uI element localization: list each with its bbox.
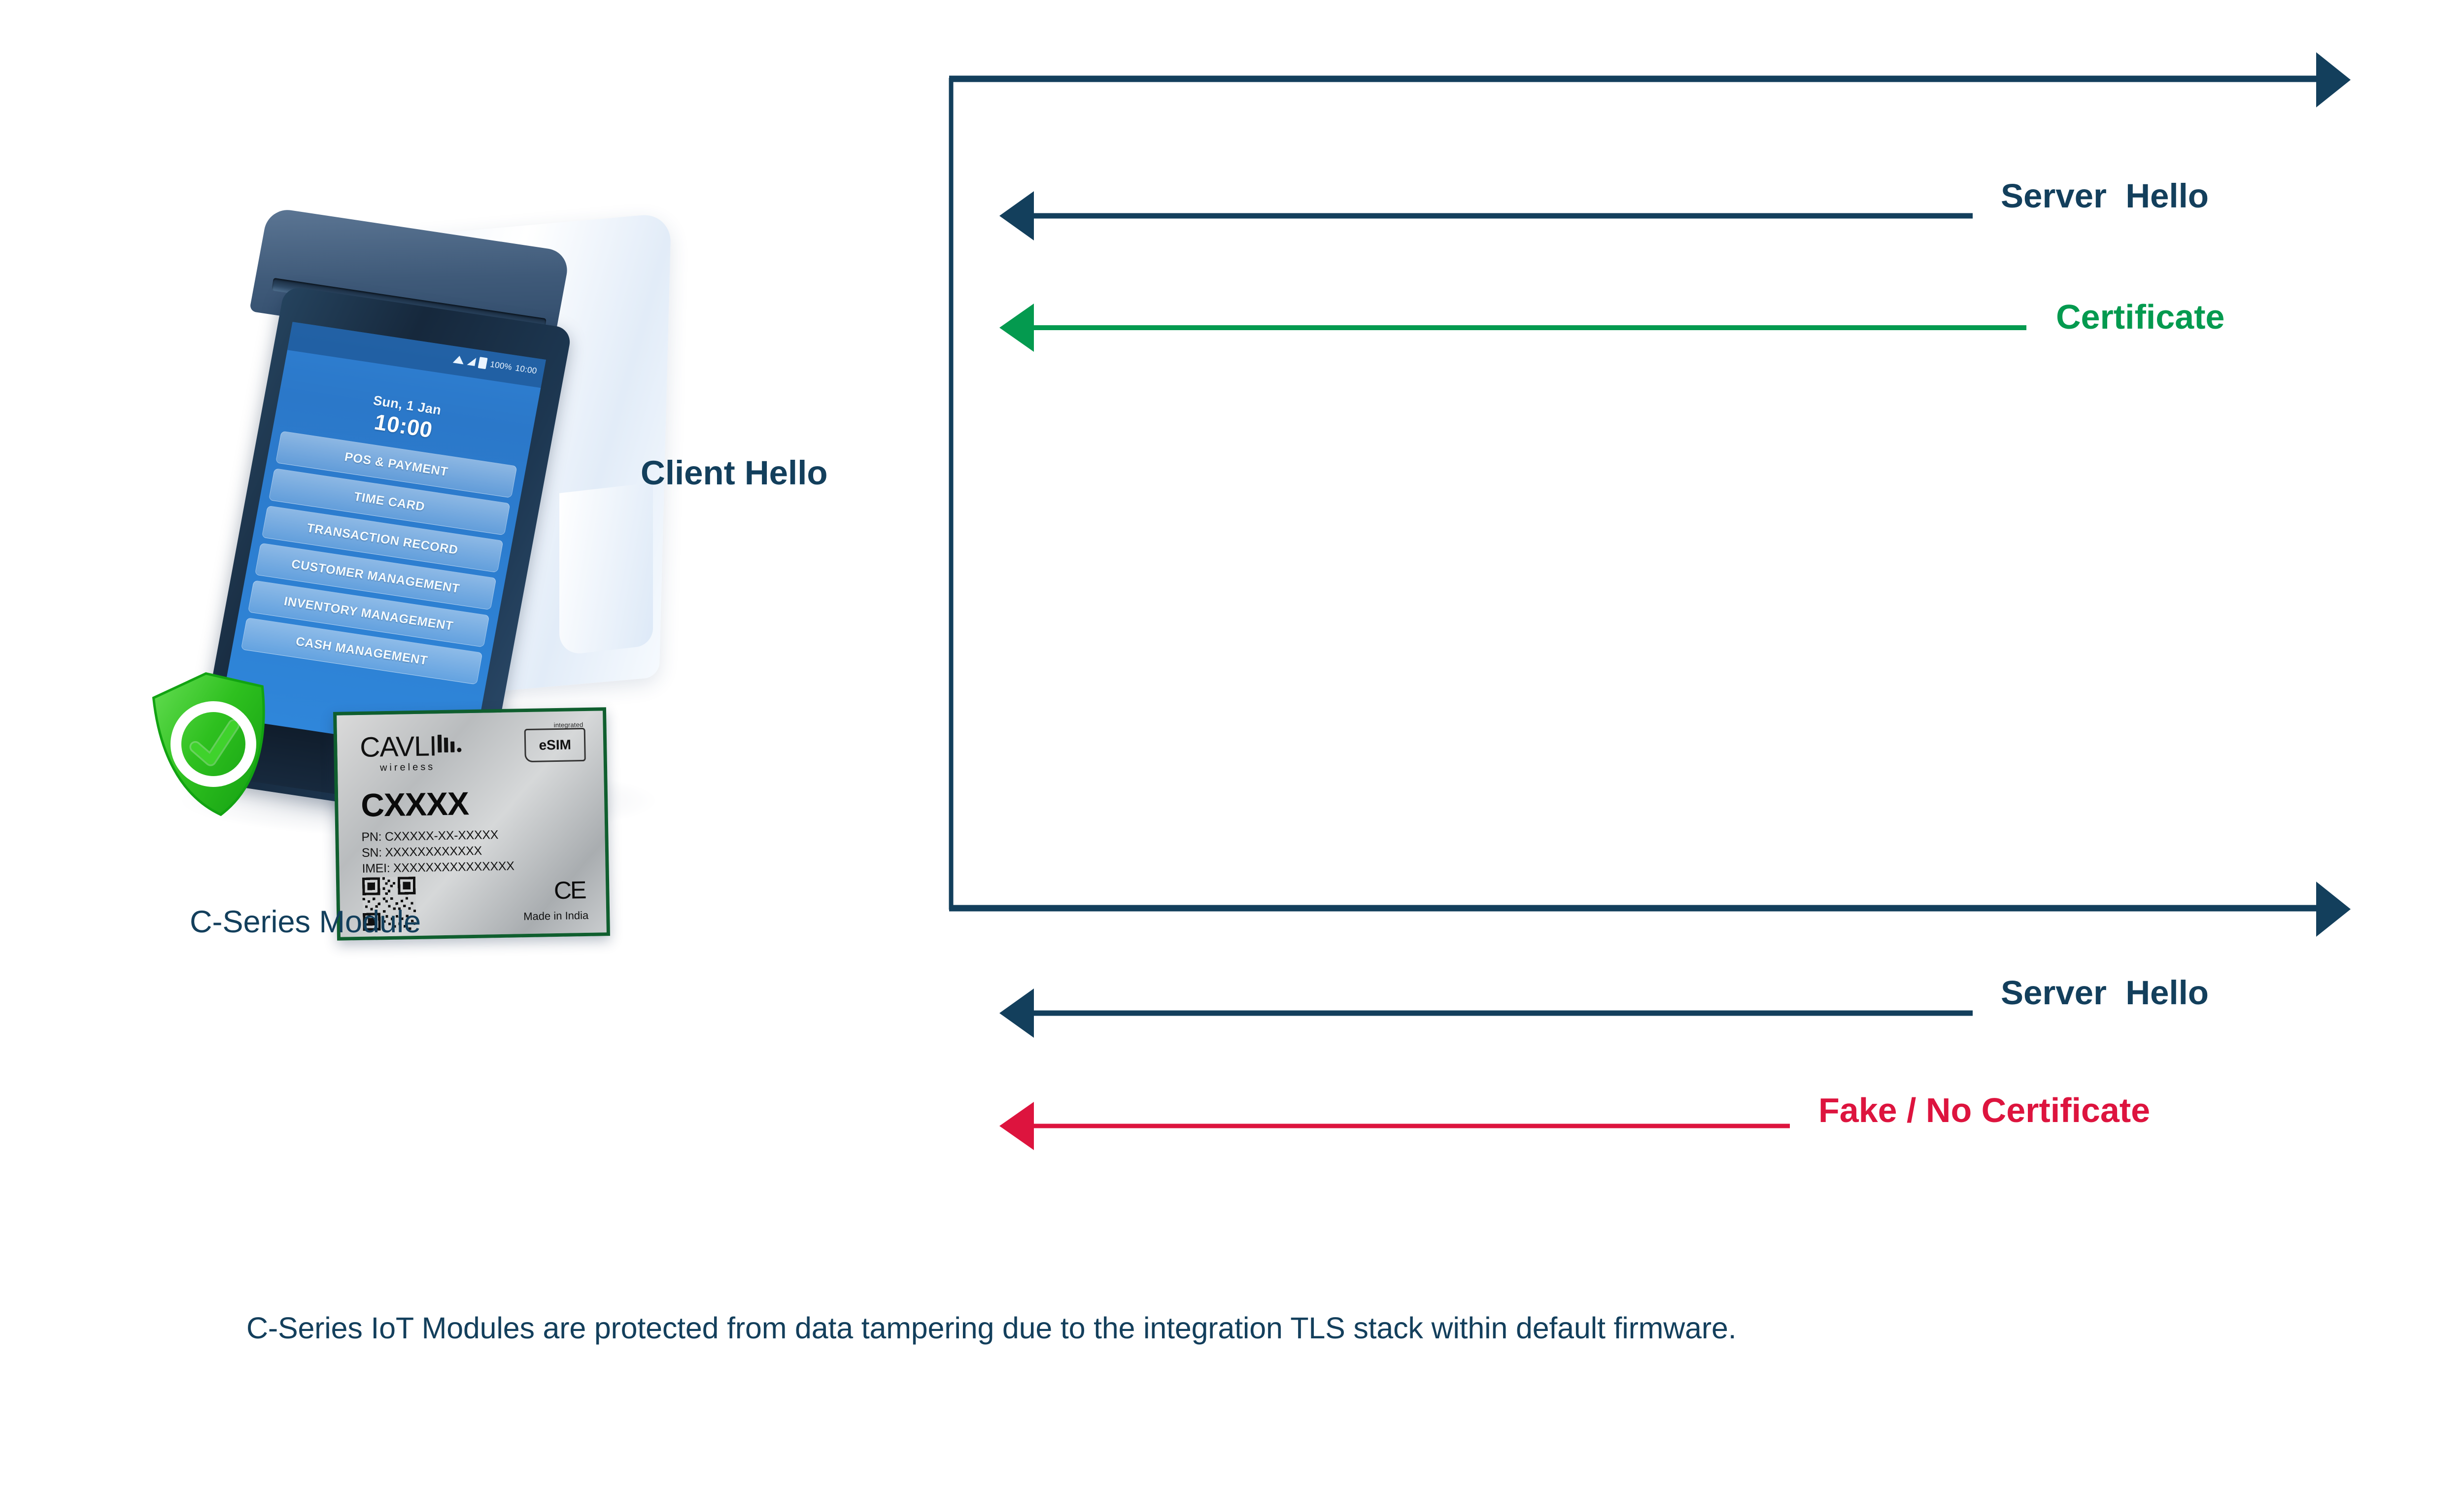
top-certificate-arrow bbox=[999, 304, 2026, 352]
client-hello-path bbox=[949, 52, 2351, 937]
top-server-hello-label: Server Hello bbox=[2001, 177, 2209, 215]
c-series-module-illustration: 100% 10:00 Sun, 1 Jan 10:00 POS & PAYMEN… bbox=[148, 206, 729, 941]
top-certificate-label: Certificate bbox=[2056, 298, 2225, 336]
bottom-fake-certificate-arrow bbox=[999, 1102, 1790, 1150]
device-caption: C-Series Module bbox=[190, 905, 421, 939]
cavli-module-label: CAVLI wireless integrated eSIM CXXXX PN:… bbox=[333, 707, 611, 941]
footer-caption: C-Series IoT Modules are protected from … bbox=[246, 1311, 1737, 1345]
qr-code-icon bbox=[362, 877, 416, 931]
security-shield-icon bbox=[144, 664, 282, 824]
bottom-fake-certificate-label: Fake / No Certificate bbox=[1818, 1091, 2150, 1129]
bottom-server-hello-label: Server Hello bbox=[2001, 974, 2209, 1012]
client-hello-label: Client Hello bbox=[641, 454, 828, 492]
top-server-hello-arrow bbox=[999, 191, 1973, 240]
bottom-server-hello-arrow bbox=[999, 988, 1973, 1038]
